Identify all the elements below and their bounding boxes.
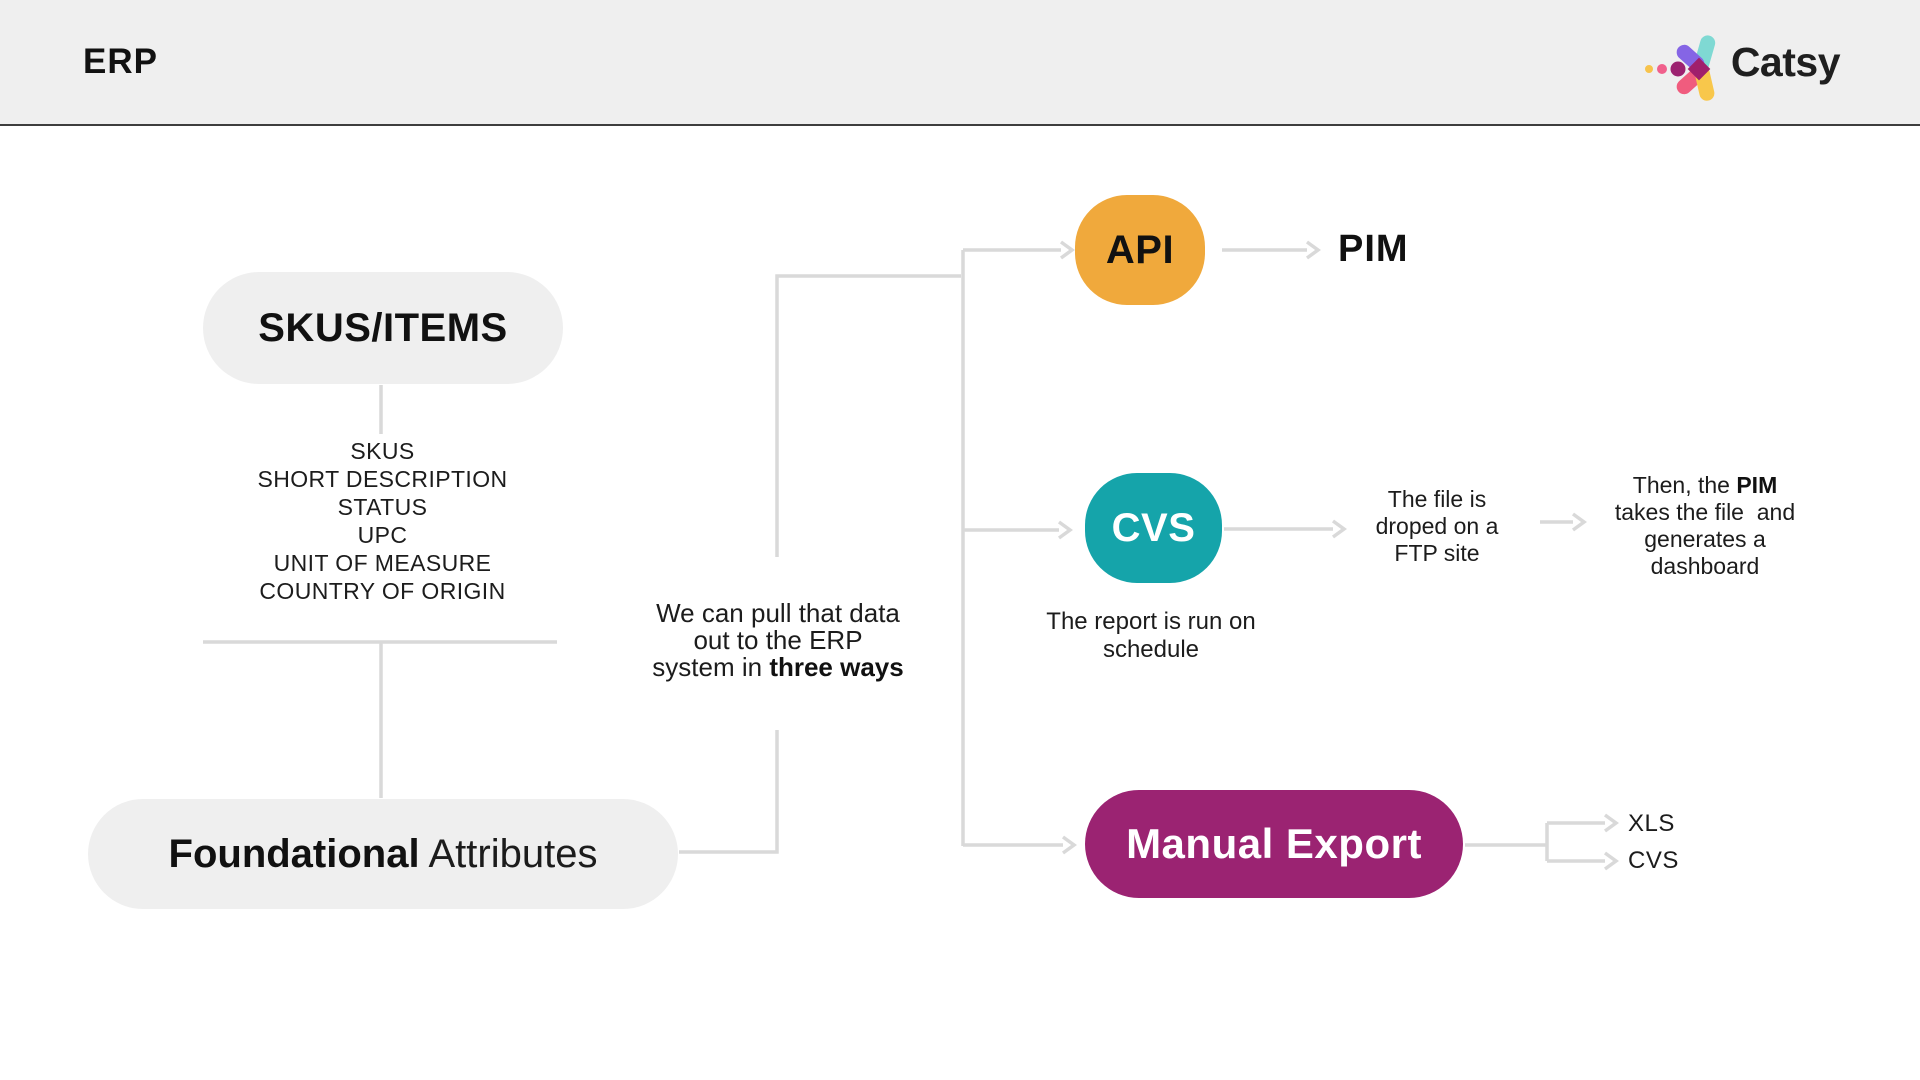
pull-note-line: We can pull that data <box>656 598 900 628</box>
attribute-list: SKUS SHORT DESCRIPTION STATUS UPC UNIT O… <box>190 437 575 605</box>
catsy-logo-icon <box>1644 35 1715 101</box>
manual-export-label: Manual Export <box>1126 820 1422 867</box>
file-note-line: The file is <box>1387 486 1487 512</box>
xls-output-label: XLS <box>1628 810 1675 837</box>
file-note-line: droped on a <box>1375 513 1499 539</box>
api-badge: API <box>1075 195 1205 305</box>
foundational-attributes-pill: Foundational Attributes <box>88 799 678 909</box>
then-note-bold: PIM <box>1736 472 1778 498</box>
arrowhead-api <box>1059 240 1075 260</box>
pim-dashboard-note: Then, the PIM takes the file and generat… <box>1577 472 1833 580</box>
brand-name: Catsy <box>1730 38 1841 85</box>
page-title: ERP <box>83 42 158 81</box>
arrowhead-xls <box>1603 813 1619 833</box>
arrowhead-cvs <box>1057 520 1073 540</box>
then-note-line: dashboard <box>1650 553 1760 579</box>
attribute-item: COUNTRY OF ORIGIN <box>259 578 506 604</box>
schedule-note-line: schedule <box>1102 636 1200 663</box>
arrowhead-manual <box>1061 835 1077 855</box>
line-note-to-trunk <box>775 274 961 557</box>
then-note-line: Then, the PIM <box>1577 472 1833 499</box>
arrowhead-pim <box>1305 240 1321 260</box>
attribute-item: SHORT DESCRIPTION <box>257 466 508 492</box>
foundational-bold: Foundational <box>168 831 420 876</box>
cvs-badge: CVS <box>1085 473 1222 583</box>
file-note-line: FTP site <box>1394 540 1480 566</box>
manual-export-badge: Manual Export <box>1085 790 1463 898</box>
cvs-output-label: CVS <box>1628 847 1679 874</box>
header-bar: ERP Catsy <box>0 0 1920 126</box>
then-note-line: generates a <box>1644 526 1766 552</box>
pull-note-prefix: system in <box>652 652 770 682</box>
cvs-badge-label: CVS <box>1111 505 1196 550</box>
file-drop-note: The file is droped on a FTP site <box>1347 486 1527 567</box>
pull-note-line: system in three ways <box>628 654 928 681</box>
arrowhead-file-note <box>1331 519 1347 539</box>
pull-note-line: out to the ERP <box>693 625 863 655</box>
line-foundational-elbow <box>679 730 779 854</box>
then-note-prefix: Then, the <box>1632 472 1737 498</box>
arrowhead-cvs-out <box>1603 851 1619 871</box>
brand-logo: Catsy <box>1639 22 1841 102</box>
attribute-item: UPC <box>357 522 408 548</box>
attribute-item: STATUS <box>337 494 428 520</box>
api-badge-label: API <box>1105 227 1175 272</box>
pull-data-note: We can pull that data out to the ERP sys… <box>628 600 928 681</box>
schedule-note: The report is run on schedule <box>1031 608 1271 664</box>
skus-items-pill: SKUS/ITEMS <box>203 272 563 384</box>
foundational-regular: Attributes <box>419 831 598 876</box>
skus-items-label: SKUS/ITEMS <box>258 305 508 350</box>
schedule-note-line: The report is run on <box>1046 608 1256 635</box>
attribute-item: SKUS <box>350 438 415 464</box>
pull-note-bold: three ways <box>769 652 904 682</box>
pim-label: PIM <box>1338 228 1409 270</box>
then-note-line: takes the file and <box>1614 499 1796 525</box>
attribute-item: UNIT OF MEASURE <box>273 550 492 576</box>
